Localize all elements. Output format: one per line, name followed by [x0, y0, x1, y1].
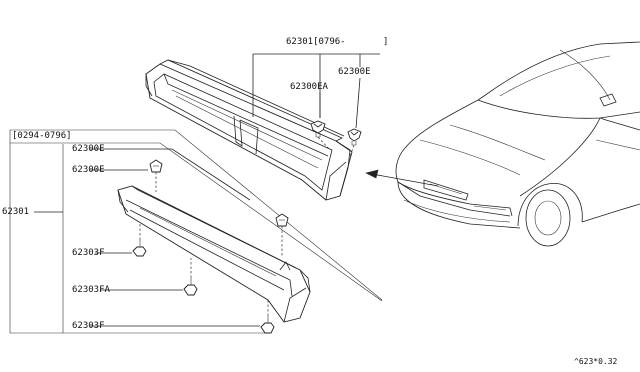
location-arrow-icon — [365, 169, 439, 187]
label-62300E-lower-1[interactable]: 62300E — [72, 144, 105, 154]
label-62303F-1[interactable]: 62303F — [72, 248, 105, 258]
clip-62300EA-icon[interactable] — [310, 120, 326, 138]
label-62300E-upper[interactable]: 62300E — [338, 67, 371, 77]
retainer-62303F-2-icon[interactable] — [260, 316, 275, 334]
label-62301-upper[interactable]: 62301[0796- — [286, 37, 346, 47]
upper-grille[interactable] — [145, 59, 353, 201]
label-62300EA[interactable]: 62300EA — [290, 82, 328, 92]
lower-grille[interactable] — [117, 185, 311, 323]
retainer-62303FA-icon[interactable] — [183, 278, 198, 296]
label-62303FA[interactable]: 62303FA — [72, 285, 110, 295]
clip-62300E-upper-icon[interactable] — [347, 128, 362, 146]
label-62301-lower[interactable]: 62301 — [2, 207, 30, 217]
label-upper-bracket-close: ] — [383, 37, 389, 47]
label-date-range: [0294-0796] — [12, 131, 72, 141]
label-62303F-2[interactable]: 62303F — [72, 321, 105, 331]
clip-62300E-lower-1-icon[interactable] — [149, 159, 163, 173]
clip-62300E-lower-2-icon[interactable] — [275, 213, 289, 227]
diagram-code: ^623*0.32 — [574, 357, 618, 366]
retainer-62303F-1-icon[interactable] — [132, 240, 147, 257]
vehicle-outline — [395, 41, 640, 247]
label-62300E-lower-2[interactable]: 62300E — [72, 165, 105, 175]
